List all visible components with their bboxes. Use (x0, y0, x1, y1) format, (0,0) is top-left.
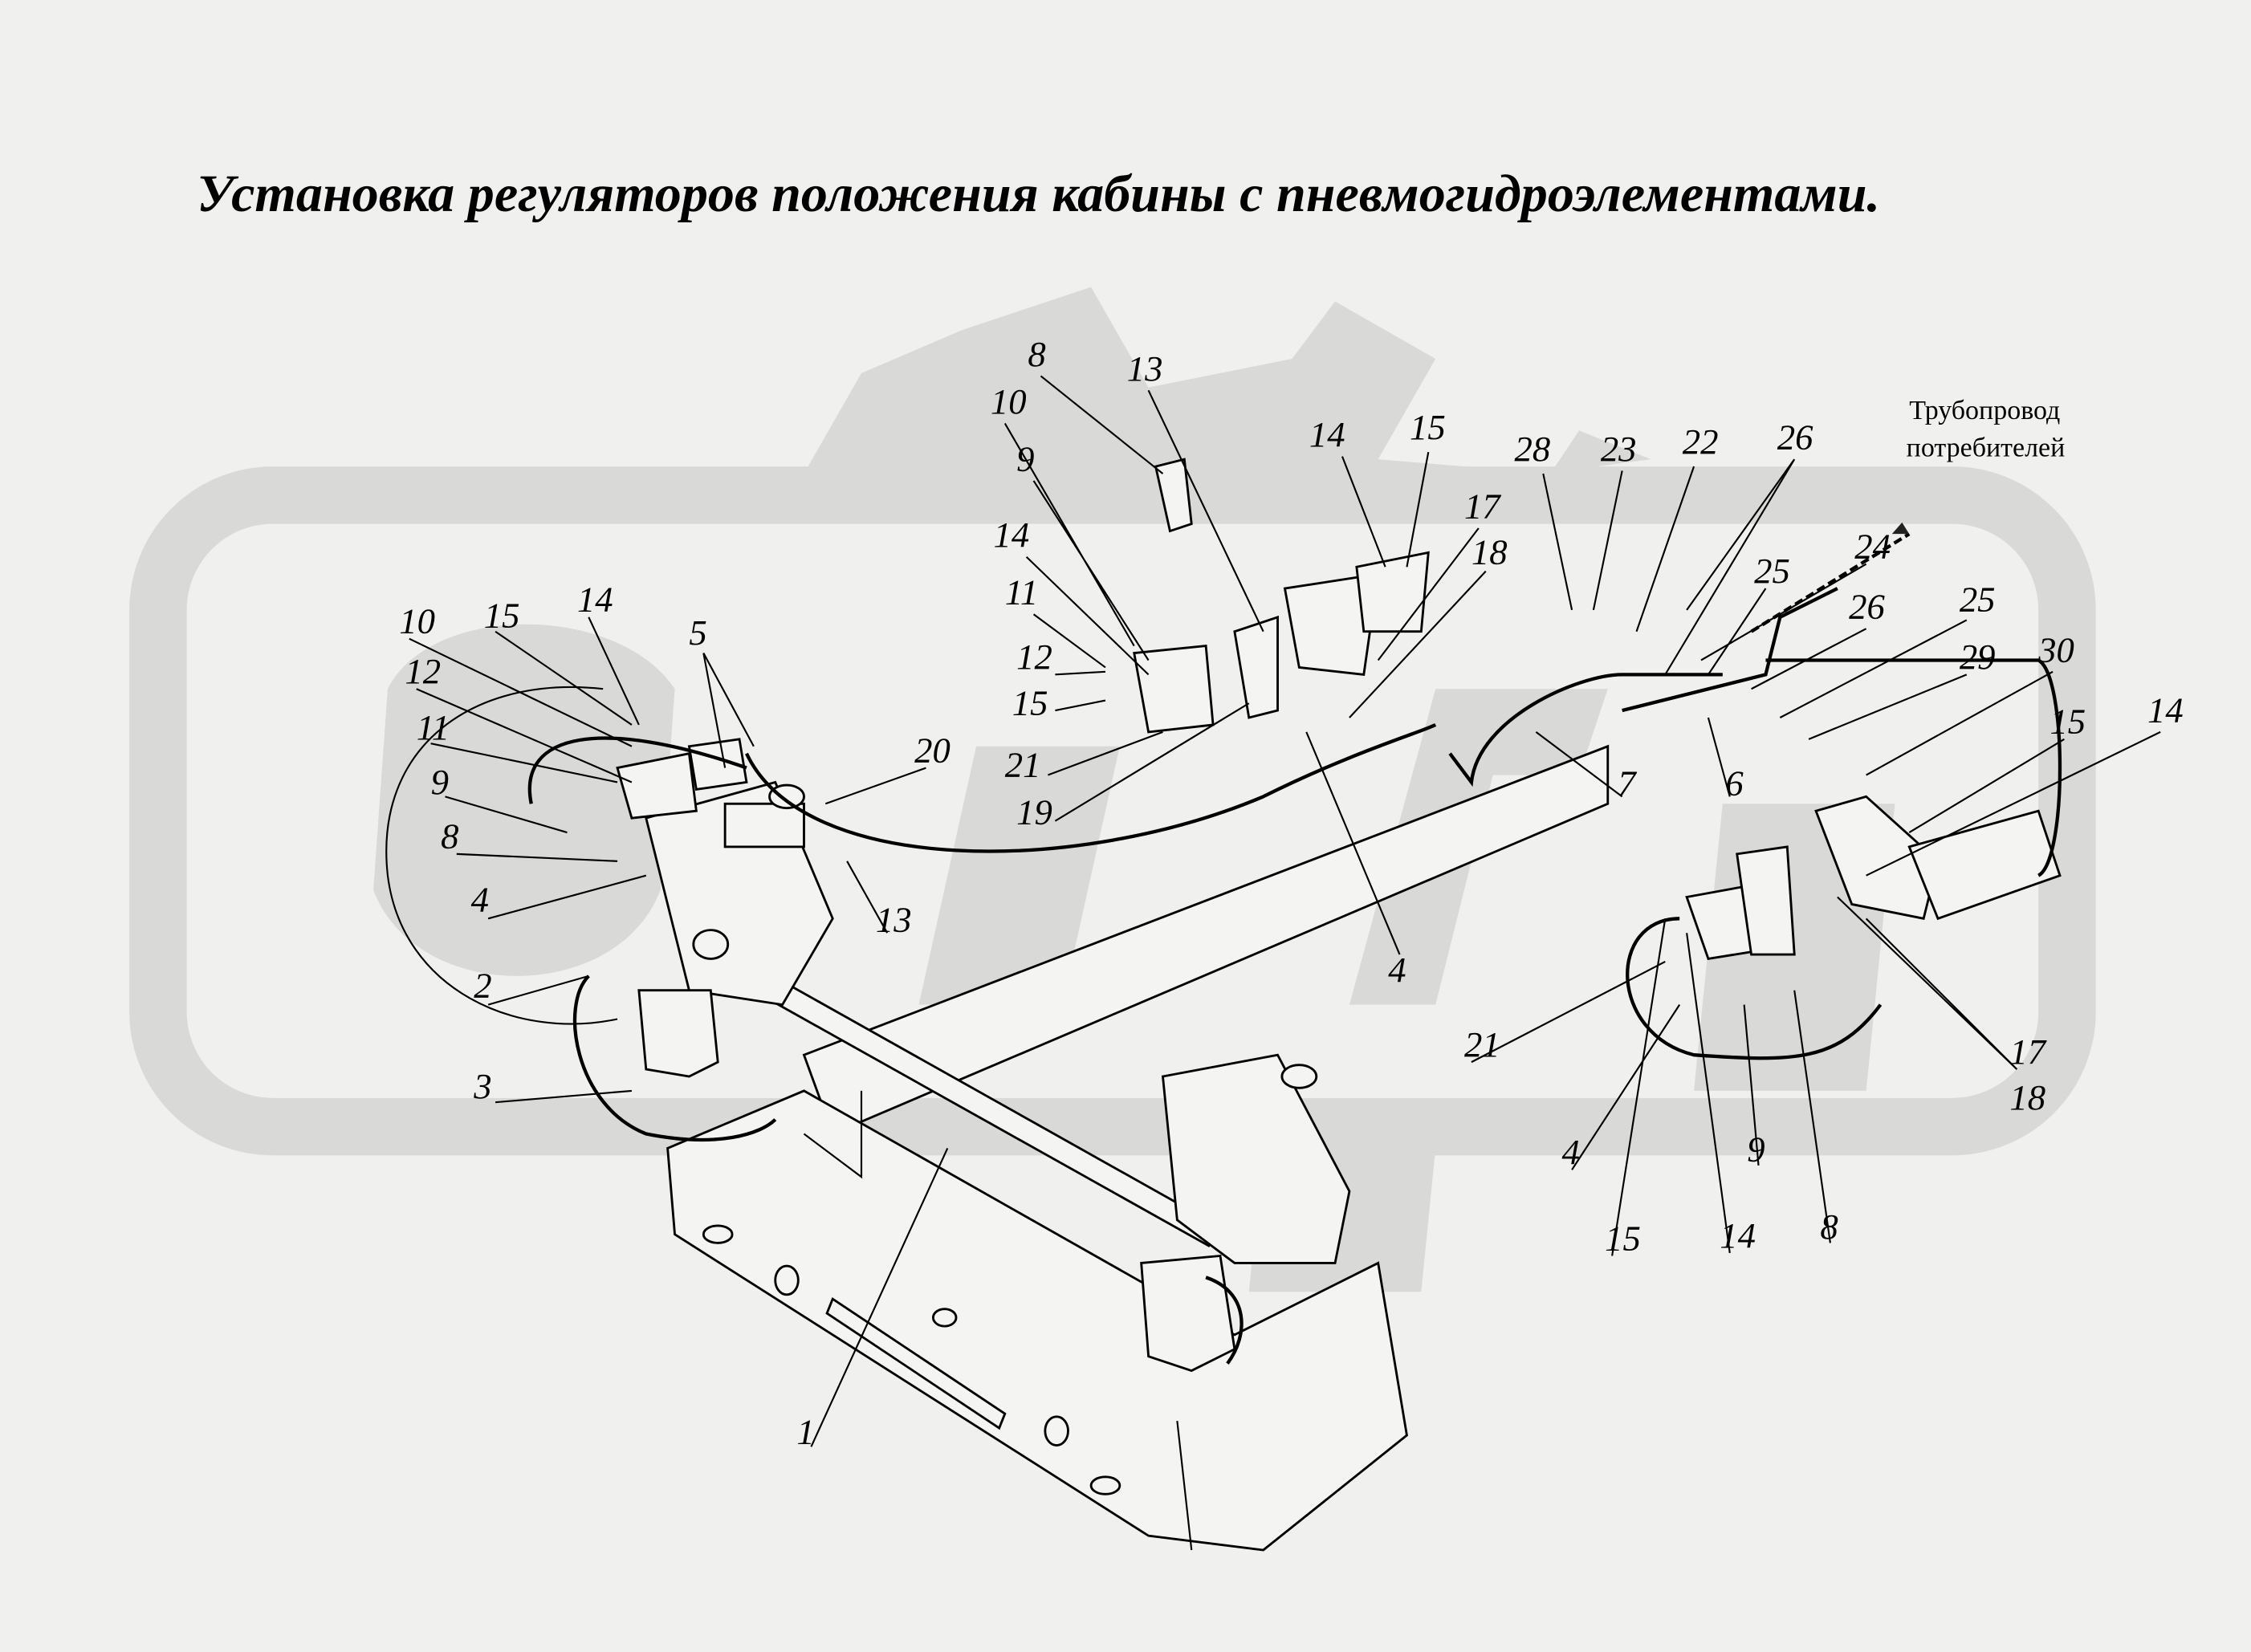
callout-label: 26 (1849, 587, 1885, 627)
callout-label: 9 (431, 762, 449, 802)
consumer-pipeline-label-2: потребителей (1907, 433, 2066, 463)
callout-label: 25 (1754, 551, 1790, 591)
callout-label: 11 (1005, 572, 1038, 612)
callout-label: 6 (1725, 763, 1744, 804)
callout-label: 8 (1028, 334, 1045, 374)
left-support (637, 780, 834, 1078)
callout-label: 25 (1960, 580, 1996, 620)
callout-label: 14 (994, 515, 1030, 555)
callout-label: 28 (1515, 429, 1551, 469)
callout-label: 30 (2037, 629, 2074, 669)
callout-label: 29 (1960, 637, 1996, 677)
callout-label: 20 (914, 730, 950, 770)
callout-label: 8 (441, 816, 458, 857)
right-support (1140, 1053, 1351, 1373)
callout-label: 5 (689, 612, 706, 653)
callout-label: 15 (1012, 682, 1048, 722)
consumer-pipe-arrow (1891, 522, 1910, 535)
callout-label: 1 (797, 1412, 815, 1452)
callout-label: 2 (474, 966, 491, 1006)
callout-label: 26 (1777, 417, 1813, 458)
left-valve-assembly (616, 738, 748, 820)
center-valve-assembly (1133, 458, 1430, 734)
callout-label: 14 (2147, 690, 2184, 730)
callout-label: 14 (1309, 414, 1345, 454)
callout-label: 24 (1854, 527, 1891, 567)
callout-labels: 8 13 10 9 14 11 12 15 21 19 14 15 17 18 … (399, 334, 2183, 1452)
callout-label: 22 (1683, 421, 1719, 462)
callout-label: 4 (471, 879, 489, 919)
callout-label: 17 (2009, 1031, 2046, 1072)
callout-label: 10 (991, 381, 1027, 421)
callout-label: 4 (1388, 950, 1406, 990)
callout-label: 14 (577, 580, 613, 620)
callout-label: 13 (1127, 348, 1163, 389)
callout-label: 9 (1747, 1129, 1765, 1170)
right-valve-assembly (1685, 795, 2062, 960)
diagram-title: Установка регуляторов положения кабины с… (197, 165, 1880, 223)
callout-label: 7 (1618, 763, 1637, 804)
callout-label: 15 (1410, 407, 1446, 447)
callout-label: 18 (1471, 532, 1508, 572)
callout-label: 15 (484, 595, 520, 635)
watermark-logo (129, 287, 2096, 1292)
pipelines (527, 522, 2062, 1365)
callout-label: 3 (473, 1066, 491, 1106)
callout-label: 23 (1601, 429, 1637, 469)
leader-lines (409, 375, 2161, 1447)
callout-label: 13 (876, 899, 912, 939)
callout-label: 17 (1464, 486, 1501, 526)
consumer-pipeline-label-1: Трубопровод (1909, 396, 2060, 425)
callout-label: 15 (1605, 1218, 1641, 1258)
callout-label: 9 (1016, 438, 1034, 478)
callout-label: 18 (2009, 1077, 2045, 1117)
callout-label: 21 (1464, 1024, 1500, 1064)
callout-label: 8 (1820, 1206, 1838, 1247)
frame-crossmember (666, 744, 1610, 1552)
callout-label: 12 (1016, 637, 1052, 677)
callout-label: 15 (2050, 702, 2086, 742)
callout-label: 10 (399, 601, 435, 641)
callout-label: 14 (1720, 1215, 1756, 1255)
outline-circle-left (385, 686, 618, 1025)
callout-label: 4 (1562, 1132, 1580, 1172)
callout-label: 11 (417, 707, 450, 747)
callout-label: 21 (1005, 744, 1041, 784)
callout-label: 19 (1016, 791, 1052, 832)
callout-label: 12 (405, 651, 441, 691)
